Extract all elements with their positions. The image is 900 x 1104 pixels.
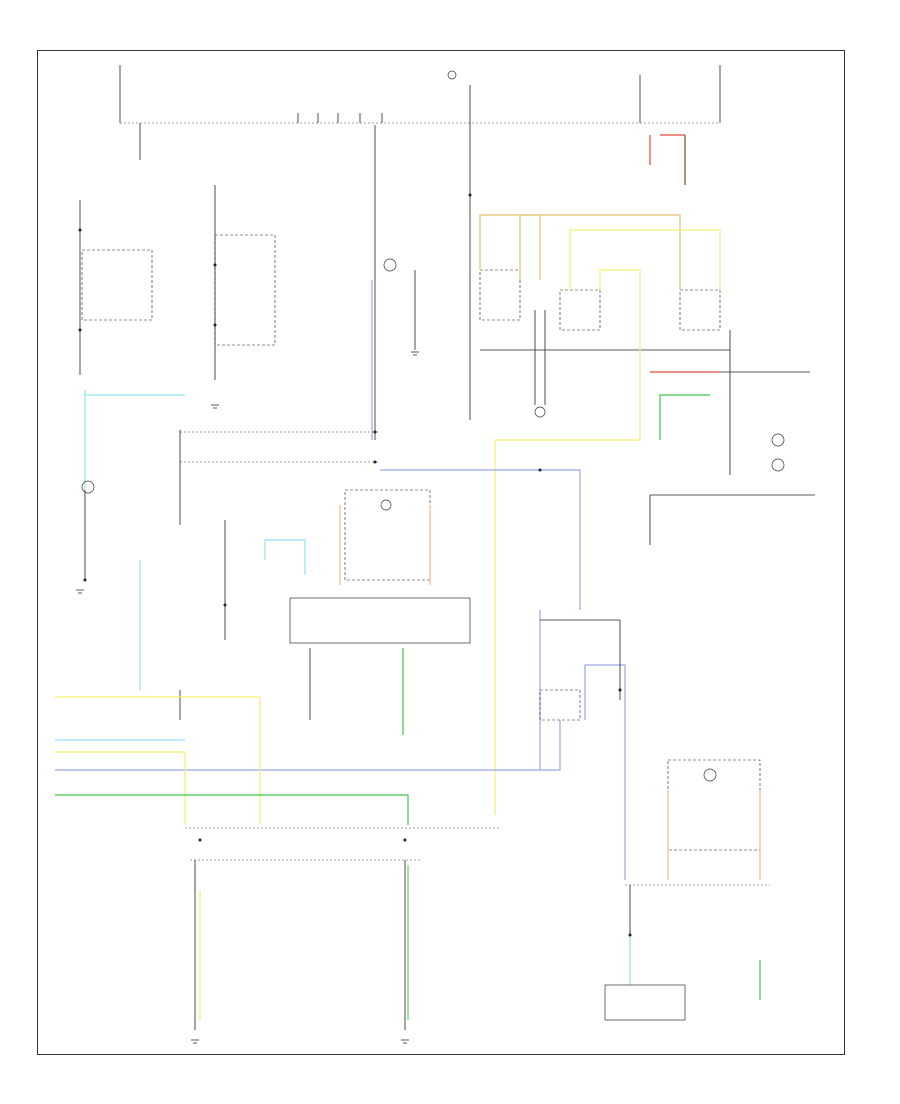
center-module-cluster: [180, 125, 471, 735]
light-blue-wires: [55, 390, 631, 985]
lower-connector-bar: [185, 827, 500, 1030]
splice-points: [78, 193, 632, 937]
diagram-frame: [37, 50, 845, 1055]
left-lamp-group: [79, 123, 276, 380]
right-center-relays: [539, 619, 621, 721]
green-wires-lower: [55, 794, 761, 1020]
top-power-bus: [119, 65, 721, 124]
yellow-wires-lower: [55, 696, 261, 1020]
ground-symbols: [76, 351, 419, 1044]
colored-wires-top-right: [479, 134, 721, 815]
left-center-splices: [81, 430, 226, 720]
right-top-modules: [469, 123, 731, 420]
instrument-cluster-area: [649, 350, 815, 545]
bottom-right-module: [604, 759, 770, 1021]
